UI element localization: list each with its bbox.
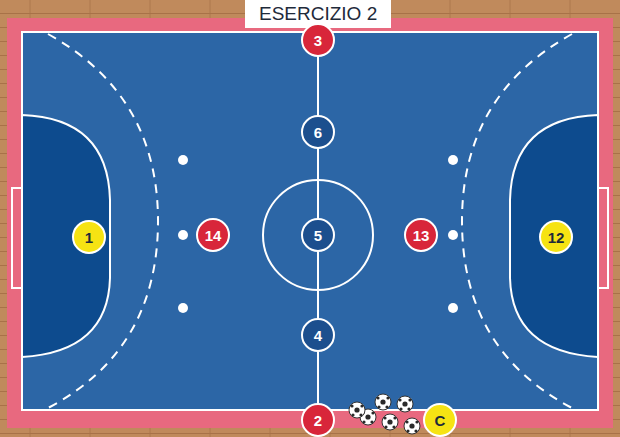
player-marker: 5: [301, 218, 335, 252]
player-marker: 6: [301, 115, 335, 149]
player-marker: 1: [72, 220, 106, 254]
player-number: 14: [205, 227, 222, 244]
ball: [375, 394, 391, 410]
player-marker: 14: [196, 218, 230, 252]
ball: [349, 402, 365, 418]
player-number: 5: [314, 227, 322, 244]
player-number: C: [435, 412, 446, 429]
balls: [349, 394, 420, 434]
player-number: 13: [413, 227, 430, 244]
ball: [382, 414, 398, 430]
player-number: 1: [85, 229, 93, 246]
player-marker: 4: [301, 318, 335, 352]
ball: [397, 396, 413, 412]
player-marker: 13: [404, 218, 438, 252]
player-marker: 2: [301, 403, 335, 437]
player-number: 3: [314, 32, 322, 49]
player-number: 2: [314, 412, 322, 429]
player-marker: 3: [301, 23, 335, 57]
player-marker: 12: [539, 220, 573, 254]
player-marker: C: [423, 403, 457, 437]
player-number: 6: [314, 124, 322, 141]
player-number: 4: [314, 327, 322, 344]
player-number: 12: [548, 229, 565, 246]
ball: [404, 418, 420, 434]
